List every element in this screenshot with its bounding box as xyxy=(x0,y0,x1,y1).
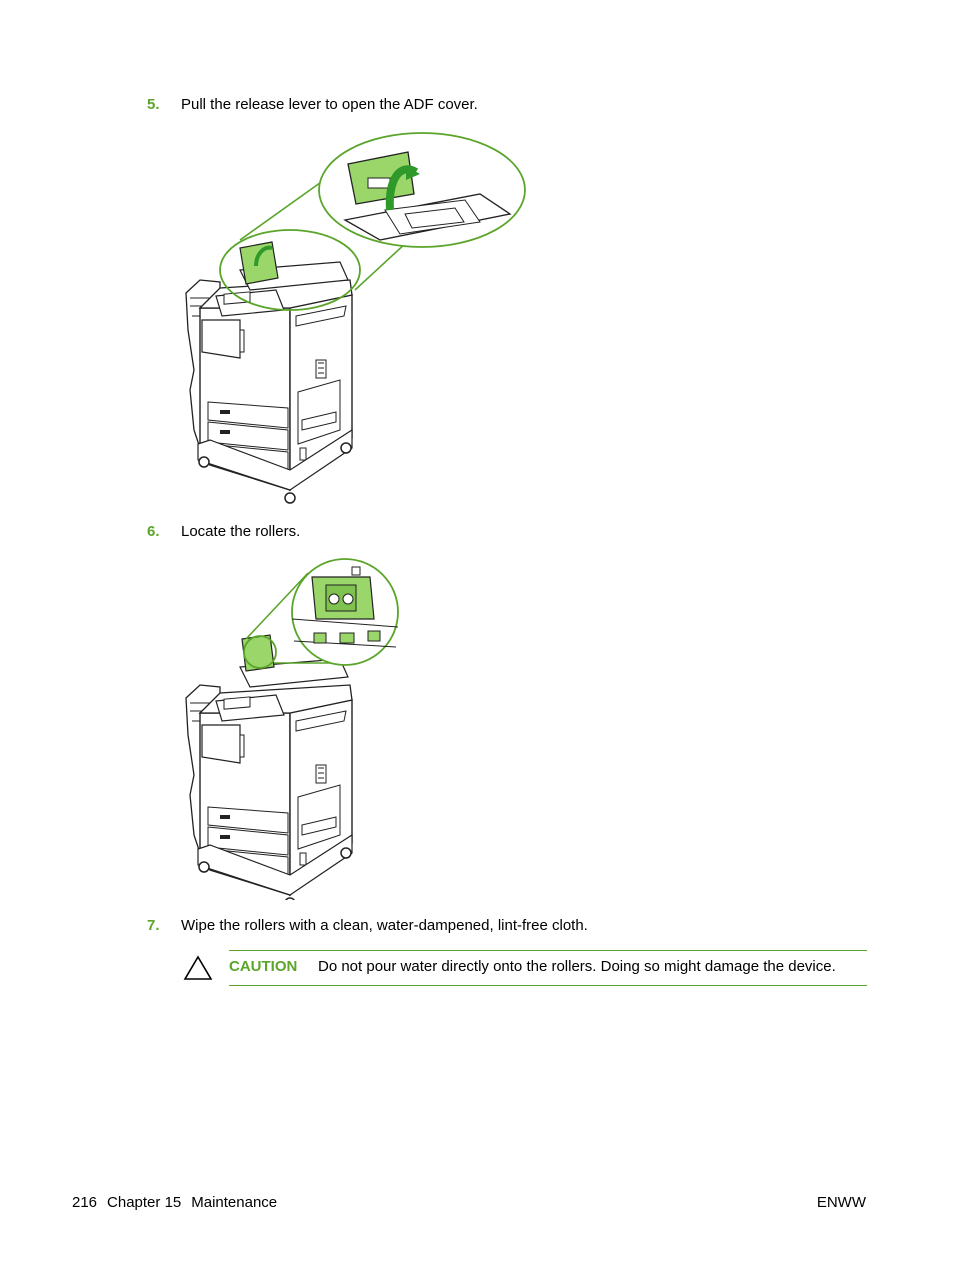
caution-box: CAUTION Do not pour water directly onto … xyxy=(229,950,867,986)
warning-triangle-icon xyxy=(183,955,213,980)
footer-left: 216 Chapter 15 Maintenance xyxy=(72,1193,277,1213)
step-number: 6. xyxy=(147,523,160,540)
printer-rollers-figure xyxy=(185,558,399,900)
chapter-label: Chapter 15 xyxy=(107,1194,182,1211)
step-number: 7. xyxy=(147,917,160,934)
step-text: Pull the release lever to open the ADF c… xyxy=(181,96,478,113)
page-number: 216 xyxy=(72,1194,98,1211)
step-text: Locate the rollers. xyxy=(181,523,301,540)
caution-text: Do not pour water directly onto the roll… xyxy=(318,958,836,975)
step-number: 5. xyxy=(147,96,160,113)
printer-adf-cover-open-figure xyxy=(185,132,526,504)
section-label: Maintenance xyxy=(191,1194,278,1211)
caution-label: CAUTION xyxy=(229,958,298,975)
step-text: Wipe the rollers with a clean, water-dam… xyxy=(181,917,588,934)
footer-right: ENWW xyxy=(816,1194,866,1211)
